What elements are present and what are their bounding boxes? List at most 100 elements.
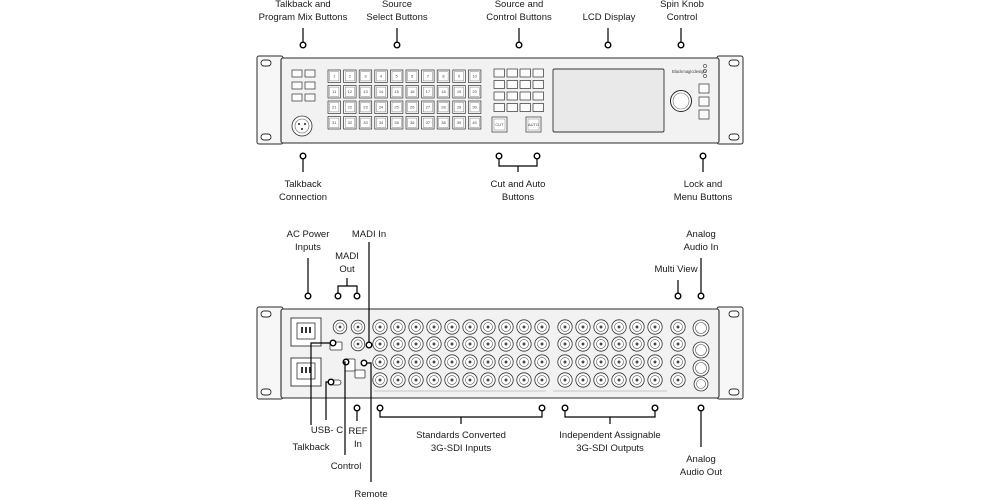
source-key[interactable]: 23 (358, 100, 373, 114)
source-key-label: 19 (457, 89, 462, 94)
source-key[interactable]: 27 (421, 100, 435, 114)
control-key[interactable] (532, 68, 544, 78)
panel-key[interactable] (304, 69, 316, 78)
source-key[interactable]: 4 (374, 69, 388, 83)
control-key[interactable] (493, 91, 505, 101)
remote-port (354, 369, 366, 379)
source-key-label: 36 (410, 120, 415, 125)
source-key[interactable]: 21 (327, 100, 341, 114)
menu-key[interactable] (698, 96, 710, 107)
panel-key[interactable] (304, 81, 316, 90)
control-key[interactable] (519, 103, 531, 112)
control-key[interactable] (506, 91, 518, 101)
source-key[interactable]: 37 (421, 116, 435, 130)
source-key[interactable]: 8 (436, 69, 451, 83)
source-key[interactable]: 20 (468, 85, 482, 99)
brand-logo: Blackmagicdesign (672, 69, 706, 74)
lock-key[interactable] (698, 109, 710, 120)
bnc-connector (408, 354, 424, 370)
source-key[interactable]: 32 (343, 116, 357, 130)
source-key[interactable]: 24 (374, 100, 388, 114)
source-key[interactable]: 19 (452, 85, 466, 99)
source-key[interactable]: 3 (358, 69, 373, 83)
source-key[interactable]: 16 (405, 85, 419, 99)
control-key[interactable] (519, 68, 531, 78)
control-key[interactable] (532, 80, 544, 89)
source-key[interactable]: 1 (327, 69, 341, 83)
bnc-connector (480, 354, 496, 370)
source-key[interactable]: 18 (436, 85, 451, 99)
bnc-connector (670, 319, 686, 335)
control-key[interactable] (506, 103, 518, 112)
source-key[interactable]: 35 (390, 116, 404, 130)
source-key[interactable]: 14 (374, 85, 388, 99)
source-key-label: 11 (332, 89, 337, 94)
source-key[interactable]: 38 (436, 116, 451, 130)
control-key[interactable] (493, 103, 505, 112)
bnc-connector (498, 319, 514, 335)
control-key[interactable] (532, 91, 544, 101)
source-key-label: 17 (426, 89, 431, 94)
source-key[interactable]: 9 (452, 69, 466, 83)
bnc-connector (408, 372, 424, 388)
source-key[interactable]: 10 (468, 69, 482, 83)
callout-multi-view: Multi View (654, 264, 697, 275)
source-key[interactable]: 5 (390, 69, 404, 83)
bnc-connector (462, 354, 478, 370)
source-key[interactable]: 40 (468, 116, 482, 130)
control-key[interactable] (532, 103, 544, 112)
control-key[interactable] (506, 80, 518, 89)
bnc-connector (629, 354, 645, 370)
callout-talkback: Talkback (293, 442, 330, 453)
cut-label: CUT (495, 122, 504, 127)
source-key[interactable]: 17 (421, 85, 435, 99)
source-key[interactable]: 13 (358, 85, 373, 99)
control-key[interactable] (519, 80, 531, 89)
source-key[interactable]: 11 (327, 85, 341, 99)
control-key[interactable] (493, 68, 505, 78)
source-key[interactable]: 6 (405, 69, 419, 83)
bnc-connector (575, 336, 591, 352)
panel-key[interactable] (291, 69, 303, 78)
source-key[interactable]: 34 (374, 116, 388, 130)
source-key[interactable]: 22 (343, 100, 357, 114)
source-key-label: 6 (411, 74, 414, 79)
source-key[interactable]: 15 (390, 85, 404, 99)
source-key[interactable]: 26 (405, 100, 419, 114)
source-key[interactable]: 25 (390, 100, 404, 114)
menu-key[interactable] (698, 83, 710, 94)
panel-key[interactable] (304, 93, 316, 102)
bnc-connector (516, 319, 532, 335)
control-key[interactable] (519, 91, 531, 101)
callout-analog-audio-out-line2: Audio Out (680, 467, 723, 478)
source-key[interactable]: 29 (452, 100, 466, 114)
source-key[interactable]: 30 (468, 100, 482, 114)
brand-logo-mark (703, 64, 707, 78)
bnc-connector (408, 319, 424, 335)
callout-sdi-inputs-line1: Standards Converted (416, 430, 506, 441)
bnc-connector (670, 354, 686, 370)
source-key[interactable]: 31 (327, 116, 341, 130)
bnc-connector (670, 336, 686, 352)
bnc-connector (350, 319, 366, 335)
bnc-connector (611, 319, 627, 335)
spin-knob[interactable] (670, 90, 692, 112)
cut-button[interactable]: CUT (491, 116, 508, 133)
control-key[interactable] (506, 68, 518, 78)
bnc-connector (647, 372, 663, 388)
bnc-connector (575, 319, 591, 335)
control-key[interactable] (493, 80, 505, 89)
panel-key[interactable] (291, 81, 303, 90)
auto-button[interactable]: AUTO (525, 116, 542, 133)
source-key[interactable]: 36 (405, 116, 419, 130)
source-key[interactable]: 28 (436, 100, 451, 114)
source-key[interactable]: 7 (421, 69, 435, 83)
source-key[interactable]: 33 (358, 116, 373, 130)
panel-key[interactable] (291, 93, 303, 102)
source-key[interactable]: 2 (343, 69, 357, 83)
source-key[interactable]: 12 (343, 85, 357, 99)
source-key-label: 40 (472, 120, 477, 125)
source-key-label: 12 (348, 89, 353, 94)
source-key[interactable]: 39 (452, 116, 466, 130)
